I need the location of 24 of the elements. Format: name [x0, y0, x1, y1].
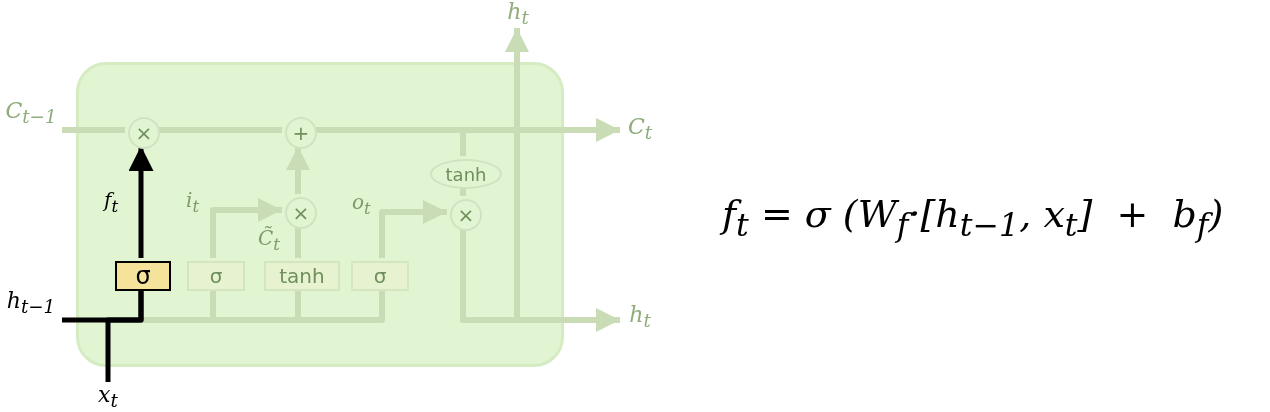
tanh-ellipse: tanh: [430, 159, 502, 189]
variable-label: x$_{t}$: [92, 382, 124, 412]
variable-label: h$_{t−1}$: [0, 286, 62, 320]
variable-label: C$_{t−1}$: [0, 96, 62, 130]
layer-box: σ: [187, 261, 245, 291]
operation-circle: ×: [285, 197, 317, 229]
connector-line: [157, 127, 282, 133]
arrow: [210, 198, 282, 258]
operation-circle: ×: [450, 199, 482, 231]
variable-label: h$_{t}$: [502, 0, 534, 28]
edge-label: f$_{t}$: [104, 188, 119, 216]
variable-label: h$_{t}$: [620, 300, 660, 334]
operation-circle: ×: [128, 117, 160, 149]
arrow: [286, 146, 310, 194]
variable-label: C$_{t}$: [620, 112, 660, 146]
layer-box: σ: [351, 261, 409, 291]
connector-line: [62, 127, 125, 133]
sigmoid-layer-box: σ: [115, 261, 171, 291]
arrow: [379, 200, 447, 258]
connector-line: [295, 226, 301, 258]
arrow: [128, 146, 154, 258]
lstm-cell-box: [76, 62, 564, 367]
operation-circle: +: [285, 117, 317, 149]
layer-box: tanh: [264, 261, 340, 291]
